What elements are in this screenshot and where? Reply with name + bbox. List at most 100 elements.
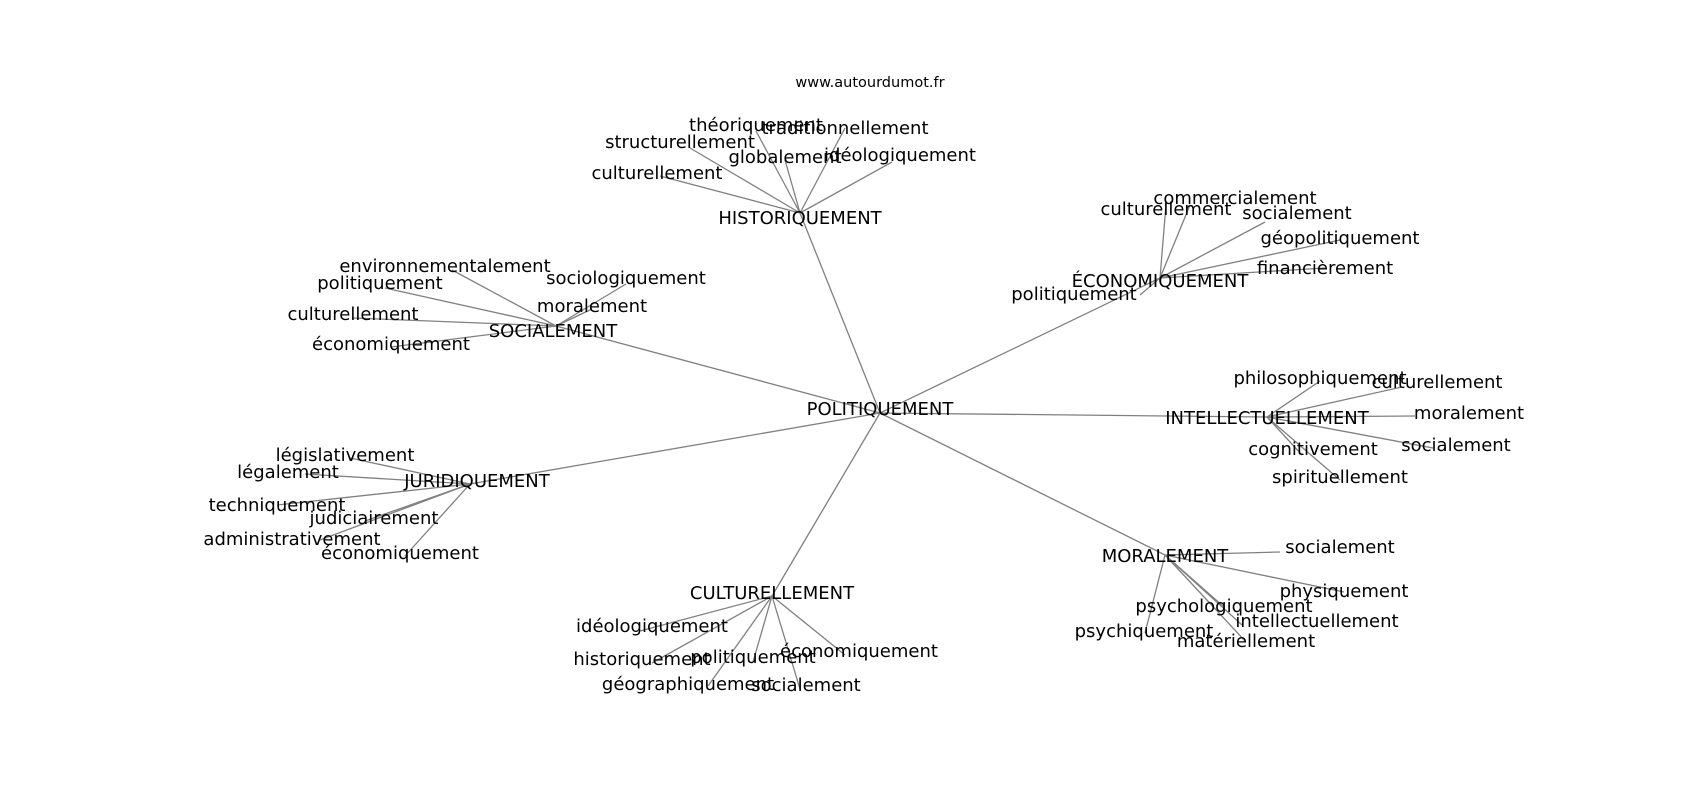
root-node-label: POLITIQUEMENT xyxy=(807,399,955,420)
edge-hub-leaf xyxy=(1159,204,1167,279)
edge-hub-leaf xyxy=(707,595,773,687)
edge-hub-leaf xyxy=(349,457,471,485)
edge-hub-leaf xyxy=(689,147,801,214)
edge-root-hub xyxy=(879,412,1268,418)
leaf-node-label: matériellement xyxy=(1177,631,1315,652)
leaf-node-label: psychologiquement xyxy=(1135,596,1312,617)
hub-node-label: CULTURELLEMENT xyxy=(690,583,855,604)
edge-hub-leaf xyxy=(639,595,773,632)
edge-hub-leaf xyxy=(555,308,593,327)
hub-node-label: JURIDIQUEMENT xyxy=(403,471,551,492)
labels-layer: POLITIQUEMENT HISTORIQUEMENT théoriquement… xyxy=(203,115,1524,696)
edge-hub-leaf xyxy=(404,483,471,557)
hub-node-label: HISTORIQUEMENT xyxy=(718,208,882,229)
edge-hub-leaf xyxy=(1164,551,1281,556)
leaf-node-label: culturellement xyxy=(1371,372,1502,393)
hub-node-label: MORALEMENT xyxy=(1102,546,1230,567)
leaf-node-label: cognitivement xyxy=(1248,439,1378,460)
edge-hub-leaf xyxy=(755,130,801,214)
edge-hub-leaf xyxy=(1159,239,1341,279)
leaf-node-label: judiciairement xyxy=(309,508,439,529)
edge-hub-leaf xyxy=(1266,416,1341,481)
edges-layer xyxy=(276,127,1434,690)
edge-hub-leaf xyxy=(659,175,801,214)
edge-hub-leaf xyxy=(1164,554,1345,593)
edge-hub-leaf xyxy=(1164,554,1243,626)
leaf-node-label: environnementalement xyxy=(339,256,550,277)
edge-hub-leaf xyxy=(304,473,471,485)
edge-hub-leaf xyxy=(276,483,471,506)
edge-hub-leaf xyxy=(1144,554,1166,634)
leaf-node-label: législativement xyxy=(276,445,415,466)
leaf-node-label: socialement xyxy=(751,675,860,696)
leaf-node-label: idéologiquement xyxy=(576,616,728,637)
edge-hub-leaf xyxy=(1139,277,1161,296)
leaf-node-label: moralement xyxy=(1414,403,1524,424)
leaf-node-label: moralement xyxy=(537,296,647,317)
edge-root-hub xyxy=(771,412,881,597)
leaf-node-label: physiquement xyxy=(1280,581,1409,602)
leaf-node-label: politiquement xyxy=(317,273,442,294)
edge-hub-leaf xyxy=(799,127,846,214)
leaf-node-label: légalement xyxy=(237,462,339,483)
edge-hub-leaf xyxy=(451,269,557,327)
leaf-node-label: socialement xyxy=(1242,203,1351,224)
edge-hub-leaf xyxy=(1159,267,1326,279)
edge-hub-leaf xyxy=(1266,380,1321,418)
edge-hub-leaf xyxy=(1159,221,1266,279)
edge-hub-leaf xyxy=(1164,554,1247,643)
leaf-node-label: administrativement xyxy=(203,529,380,550)
leaf-node-label: politiquement xyxy=(690,647,815,668)
edge-hub-leaf xyxy=(352,317,557,327)
leaf-node-label: politiquement xyxy=(1011,284,1136,305)
leaf-node-label: économiquement xyxy=(780,641,938,662)
edge-root-hub xyxy=(555,325,881,414)
edge-root-hub xyxy=(879,277,1161,414)
leaf-node-label: culturellement xyxy=(1100,199,1231,220)
edge-hub-leaf xyxy=(771,595,801,690)
leaf-node-label: géopolitiquement xyxy=(1261,228,1420,249)
leaf-node-label: géographiquement xyxy=(602,674,774,695)
edge-hub-leaf xyxy=(1266,416,1434,449)
edge-hub-leaf xyxy=(1266,416,1303,456)
leaf-node-label: sociologiquement xyxy=(546,268,706,289)
leaf-node-label: culturellement xyxy=(591,163,722,184)
edge-hub-leaf xyxy=(799,161,893,214)
edge-root-hub xyxy=(879,412,1166,556)
leaf-node-label: commercialement xyxy=(1153,188,1316,209)
leaf-node-label: intellectuellement xyxy=(1235,611,1398,632)
leaf-node-label: historiquement xyxy=(573,649,710,670)
edge-hub-leaf xyxy=(384,287,557,327)
leaf-node-label: socialement xyxy=(1285,537,1394,558)
leaf-node-label: culturellement xyxy=(287,304,418,325)
leaf-node-label: psychiquement xyxy=(1075,621,1214,642)
edge-hub-leaf xyxy=(390,325,557,348)
leaf-node-label: philosophiquement xyxy=(1233,368,1406,389)
edge-hub-leaf xyxy=(1159,204,1191,279)
edge-hub-leaf xyxy=(1266,386,1403,418)
leaf-node-label: spirituellement xyxy=(1272,467,1408,488)
leaf-node-label: structurellement xyxy=(605,132,755,153)
edge-hub-leaf xyxy=(784,159,801,214)
leaf-node-label: idéologiquement xyxy=(824,145,976,166)
edge-hub-leaf xyxy=(752,595,773,663)
hub-node-label: INTELLECTUELLEMENT xyxy=(1165,408,1369,429)
edge-root-hub xyxy=(469,412,881,485)
edge-hub-leaf xyxy=(555,283,627,327)
edge-root-hub xyxy=(799,212,881,414)
leaf-node-label: globalement xyxy=(728,147,841,168)
edge-hub-leaf xyxy=(319,483,471,541)
leaf-node-label: techniquement xyxy=(209,495,346,516)
leaf-node-label: économiquement xyxy=(321,543,479,564)
edge-hub-leaf xyxy=(651,595,773,664)
watermark-text: www.autourdumot.fr xyxy=(795,75,944,91)
leaf-node-label: économiquement xyxy=(312,334,470,355)
leaf-node-label: traditionnellement xyxy=(761,118,928,139)
edge-hub-leaf xyxy=(1266,415,1416,418)
leaf-node-label: théoriquement xyxy=(689,115,823,136)
hub-node-label: SOCIALEMENT xyxy=(489,321,619,342)
leaf-node-label: financièrement xyxy=(1257,258,1393,279)
leaf-node-label: socialement xyxy=(1401,435,1510,456)
edge-hub-leaf xyxy=(771,595,846,656)
